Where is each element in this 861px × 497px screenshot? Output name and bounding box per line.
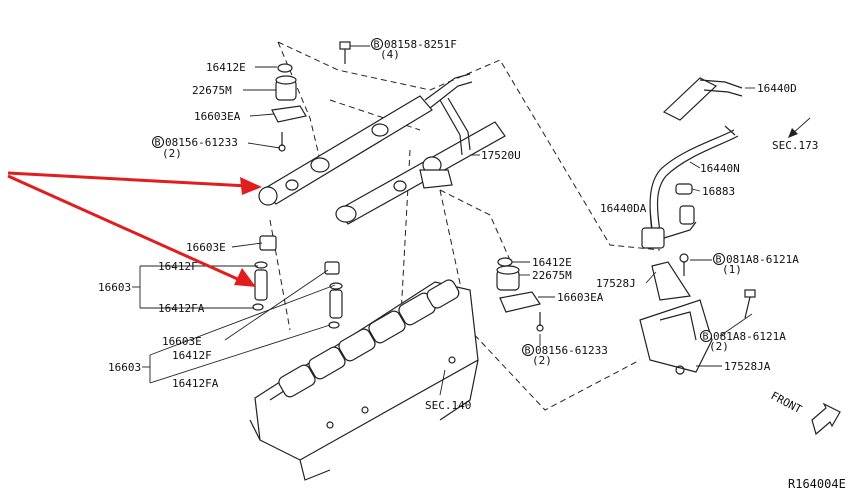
label-sec173: SEC.173 [772, 139, 818, 152]
front-arrow [811, 402, 841, 436]
label-16603ea-mid: 16603EA [557, 291, 604, 304]
bolt-symbol-08156-mid: B [525, 346, 531, 357]
label-081a8-b-code: 081A8-6121A [713, 330, 786, 343]
label-17528j: 17528J [596, 277, 636, 290]
bolt-symbol-08156-top: B [155, 138, 161, 149]
sec173-pointer [788, 117, 811, 138]
fuel-rail-right [335, 97, 506, 225]
label-08156-top-qty: (2) [162, 147, 182, 160]
label-16412f-a: 16412F [158, 260, 198, 273]
label-16440d: 16440D [757, 82, 797, 95]
bracket-17528JA [639, 289, 756, 375]
red-annotation-arrows [7, 171, 262, 287]
part-labels: 16412E 22675M 16603EA 08156-61233 (2) 08… [98, 38, 846, 491]
label-081a8-a-code: 081A8-6121A [726, 253, 799, 266]
label-08158-code: 08158-8251F [384, 38, 457, 51]
pressure-regulator-mid [496, 257, 544, 332]
label-081a8-a-qty: (1) [722, 263, 742, 276]
label-22675m-top: 22675M [192, 84, 232, 97]
label-16412f-b: 16412F [172, 349, 212, 362]
label-17520u: 17520U [481, 149, 521, 162]
label-08156-mid-code: 08156-61233 [535, 344, 608, 357]
label-08158-qty: (4) [380, 48, 400, 61]
leader-lines [132, 45, 755, 396]
label-08156-top-code: 08156-61233 [165, 136, 238, 149]
label-front: FRONT [769, 389, 805, 416]
label-16412e-top: 16412E [206, 61, 246, 74]
label-16883: 16883 [702, 185, 735, 198]
label-16603-a: 16603 [98, 281, 131, 294]
label-16412e-mid: 16412E [532, 256, 572, 269]
bolt-symbol-08158: B [374, 40, 380, 51]
annotation-arrow-to-rail [7, 171, 249, 188]
annotation-arrow-to-injector [7, 174, 243, 283]
bolt-08158 [339, 41, 351, 64]
label-16440n: 16440N [700, 162, 740, 175]
fuel-injector-right [324, 261, 343, 329]
bolt-symbol-081a8-a: B [716, 255, 722, 266]
diagram-reference-code: R164004E [788, 477, 846, 491]
fuel-injector-left [252, 235, 277, 311]
label-16603ea-top: 16603EA [194, 110, 241, 123]
label-16412fa-a: 16412FA [158, 302, 205, 315]
bracket-17528J [651, 253, 692, 301]
pressure-regulator-top [271, 63, 307, 152]
label-sec140: SEC.140 [425, 399, 471, 412]
label-16440da: 16440DA [600, 202, 647, 215]
label-16603e-b: 16603E [162, 335, 202, 348]
label-081a8-b-qty: (2) [709, 340, 729, 353]
bolt-symbol-markers: B B B B B [152, 38, 725, 357]
label-22675m-mid: 22675M [532, 269, 572, 282]
label-08156-mid-qty: (2) [532, 354, 552, 367]
label-16603-b: 16603 [108, 361, 141, 374]
bolt-symbol-081a8-b: B [703, 332, 709, 343]
label-16603e-a: 16603E [186, 241, 226, 254]
fuel-rail-left [258, 73, 473, 206]
fuel-hose-assembly [641, 77, 743, 249]
label-16412fa-b: 16412FA [172, 377, 219, 390]
label-17528ja: 17528JA [724, 360, 771, 373]
intake-manifold [249, 279, 479, 481]
